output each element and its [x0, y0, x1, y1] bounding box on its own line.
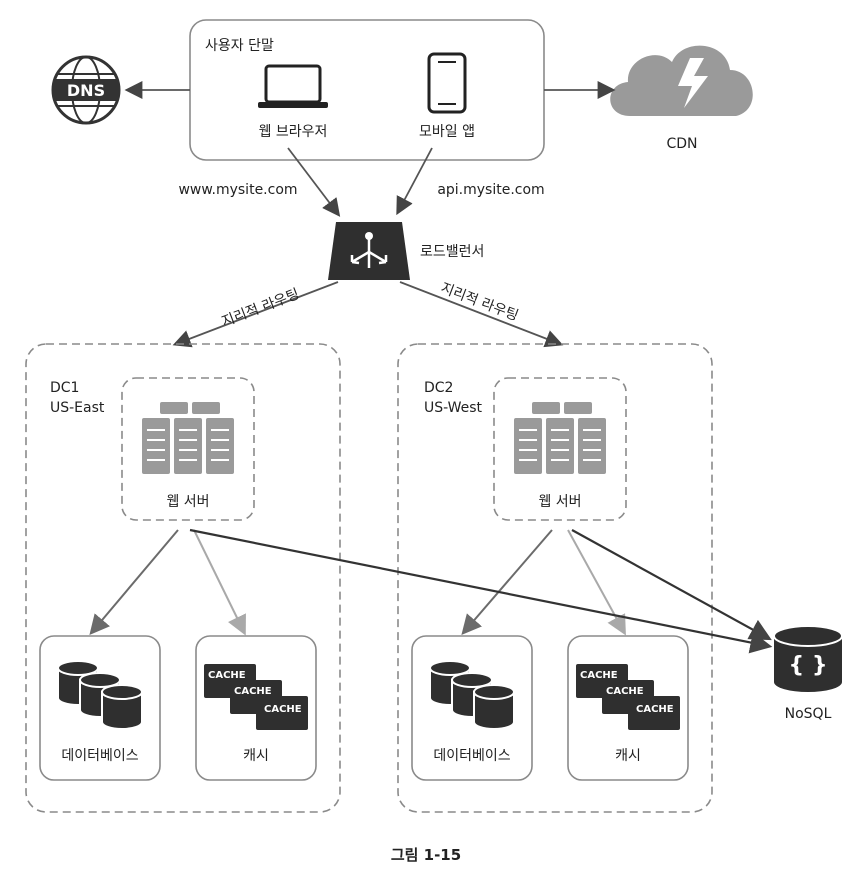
dc1-database-label: 데이터베이스	[61, 748, 138, 764]
dc1-region: US-East	[50, 400, 105, 416]
dc1-container	[25, 343, 341, 813]
dc1-arrow-to-cache	[193, 529, 246, 636]
dc1-arrow-to-database	[89, 529, 179, 636]
dc2-database-icon	[429, 660, 515, 730]
dc1-database-icon	[57, 660, 143, 730]
dc2-container	[397, 343, 713, 813]
web-browser-label: 웹 브라우저	[259, 124, 328, 140]
load-balancer-label: 로드밸런서	[420, 244, 484, 260]
mobile-phone-icon	[427, 52, 467, 114]
dc2-arrow-to-nosql	[571, 529, 772, 641]
figure-caption: 그림 1-15	[391, 846, 461, 864]
routing-label-left: 지리적 라우팅	[220, 286, 302, 330]
dc2-server-rack-icon	[514, 402, 606, 474]
routing-arrow-dc1	[172, 281, 339, 348]
dc1-name: DC1	[50, 380, 79, 396]
dc1-server-rack-icon	[142, 402, 234, 474]
dc2-web-server-box	[493, 377, 627, 521]
dc2-cache-tag: CACHE	[606, 686, 644, 697]
dc1-arrow-to-nosql	[189, 528, 773, 654]
dc2-cache-tag: CACHE	[580, 670, 618, 681]
nosql-label: NoSQL	[785, 706, 832, 722]
arrow-web-to-lb	[287, 147, 341, 217]
dns-globe-icon	[51, 55, 121, 125]
dc2-web-server-label: 웹 서버	[538, 494, 581, 510]
dc1-cache-tag: CACHE	[264, 704, 302, 715]
web-domain-label: www.mysite.com	[178, 182, 297, 198]
cdn-label: CDN	[666, 136, 697, 152]
dc2-cache-tag: CACHE	[636, 704, 674, 715]
cdn-cloud-icon	[610, 45, 753, 116]
dc2-region: US-West	[424, 400, 483, 416]
dc2-name: DC2	[424, 380, 453, 396]
load-balancer-icon	[328, 222, 410, 280]
dc2-arrow-to-cache	[567, 529, 626, 636]
laptop-icon	[258, 64, 328, 108]
nosql-database-icon	[773, 625, 843, 692]
dc2-arrow-to-database	[461, 529, 553, 636]
dc1-cache-icon	[204, 664, 308, 730]
api-domain-label: api.mysite.com	[437, 182, 544, 198]
routing-arrow-dc2	[399, 281, 564, 348]
dc1-cache-tag: CACHE	[208, 670, 246, 681]
dc1-cache-label: 캐시	[243, 748, 269, 764]
nosql-braces-icon: { }	[789, 653, 828, 678]
dns-label: DNS	[67, 81, 105, 100]
dc2-cache-label: 캐시	[615, 748, 641, 764]
dc1-web-server-label: 웹 서버	[166, 494, 209, 510]
user-devices-title: 사용자 단말	[205, 38, 274, 54]
dc1-cache-tag: CACHE	[234, 686, 272, 697]
arrow-api-to-lb	[396, 147, 433, 216]
dc2-database-label: 데이터베이스	[433, 748, 510, 764]
dc1-web-server-box	[121, 377, 255, 521]
mobile-app-label: 모바일 앱	[419, 124, 475, 140]
dc2-cache-icon	[576, 664, 680, 730]
